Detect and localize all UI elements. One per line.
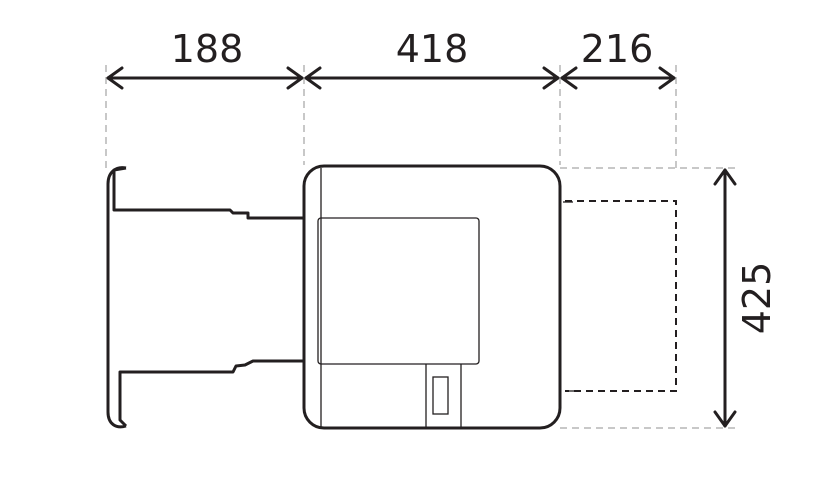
dimension-arrow-188 [106,66,304,90]
dimension-arrow-216 [560,66,676,90]
control-panel [317,217,480,365]
printer-body [302,164,562,430]
dimension-label-418: 418 [396,27,469,71]
rear-extension-outline [565,200,677,392]
slot-icon [432,376,449,415]
dimension-arrow-425 [713,168,737,428]
paper-tray [106,166,304,429]
dimension-label-216: 216 [581,27,654,71]
dimension-label-425: 425 [735,262,779,335]
dimension-arrow-418 [304,66,560,90]
guide-lines [105,65,735,429]
dimension-label-188: 188 [171,27,244,71]
